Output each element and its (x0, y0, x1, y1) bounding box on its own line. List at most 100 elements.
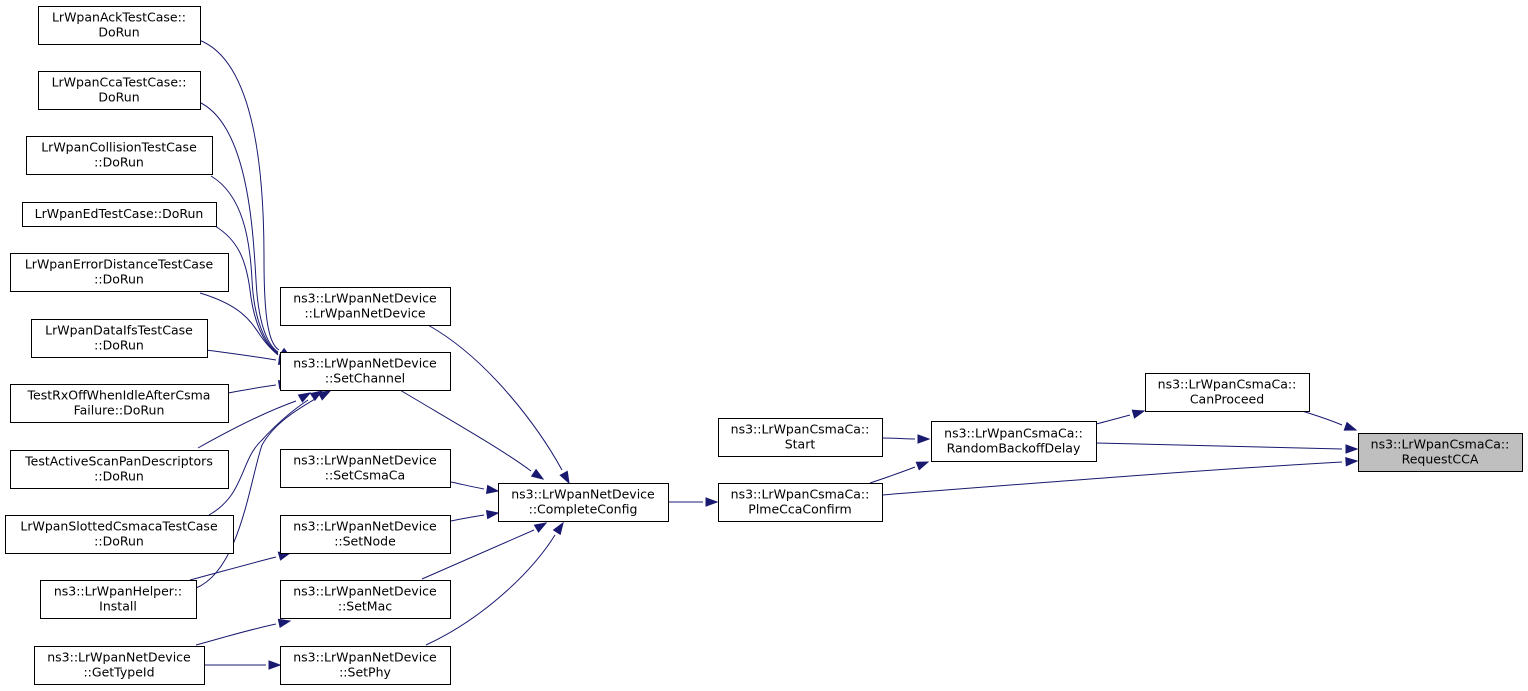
edge-line (399, 389, 532, 472)
node-dataifs[interactable]: LrWpanDataIfsTestCase::DoRun (31, 319, 208, 358)
node-setcsmaca[interactable]: ns3::LrWpanNetDevice::SetCsmaCa (280, 449, 451, 488)
edge-gettypeid-to-setphy (204, 660, 282, 670)
node-label-line: ns3::LrWpanNetDevice (511, 487, 655, 502)
arrowhead (552, 521, 564, 536)
node-label-line: ::DoRun (94, 469, 144, 484)
edge-line (427, 324, 563, 471)
node-setphy[interactable]: ns3::LrWpanNetDevice::SetPhy (280, 646, 451, 685)
node-box (10, 253, 229, 292)
edge-complete-to-plme (668, 497, 719, 507)
node-box (22, 202, 217, 227)
node-box (280, 515, 451, 554)
node-label-line: ns3::LrWpanNetDevice (293, 584, 437, 599)
node-label-line: ns3::LrWpanCsmaCa:: (944, 426, 1083, 441)
node-label-line: ns3::LrWpanNetDevice (47, 650, 191, 665)
arrowhead (533, 522, 548, 533)
arrowhead (1345, 457, 1359, 467)
node-plme[interactable]: ns3::LrWpanCsmaCa::PlmeCcaConfirm (718, 483, 883, 522)
node-box (1145, 373, 1310, 412)
node-box (31, 319, 208, 358)
node-install[interactable]: ns3::LrWpanHelper::Install (40, 580, 197, 619)
node-label-line: ::SetPhy (339, 665, 391, 680)
arrowhead (317, 390, 332, 401)
node-activescan[interactable]: TestActiveScanPanDescriptors::DoRun (10, 450, 229, 489)
edge-line (1301, 410, 1343, 426)
node-label-line: ns3::LrWpanNetDevice (293, 453, 437, 468)
edge-ack-to-setchannel (198, 39, 293, 359)
node-slotted[interactable]: LrWpanSlottedCsmacaTestCase::DoRun (5, 515, 234, 554)
arrowhead (485, 509, 500, 520)
node-box (5, 515, 234, 554)
arrowhead (915, 461, 930, 471)
node-errdist[interactable]: LrWpanErrorDistanceTestCase::DoRun (10, 253, 229, 292)
node-ctor[interactable]: ns3::LrWpanNetDevice::LrWpanNetDevice (280, 287, 451, 326)
edge-line (198, 101, 279, 353)
node-backoff[interactable]: ns3::LrWpanCsmaCa::RandomBackoffDelay (931, 421, 1097, 462)
arrowhead (917, 434, 931, 444)
edge-line (205, 349, 277, 361)
edge-setphy-to-complete (425, 521, 564, 646)
node-label-line: LrWpanCollisionTestCase (41, 140, 197, 155)
node-collision[interactable]: LrWpanCollisionTestCase::DoRun (26, 136, 213, 175)
node-label-line: ::DoRun (94, 272, 144, 287)
node-cca[interactable]: LrWpanCcaTestCase::DoRun (38, 71, 201, 110)
node-box (718, 418, 883, 457)
arrowhead (1343, 421, 1358, 431)
node-canproceed[interactable]: ns3::LrWpanCsmaCa::CanProceed (1145, 373, 1310, 412)
edge-gettypeid-to-setmac (195, 618, 292, 646)
node-setchannel[interactable]: ns3::LrWpanNetDevice::SetChannel (280, 352, 451, 391)
node-box (1358, 433, 1523, 472)
node-gettypeid[interactable]: ns3::LrWpanNetDevice::GetTypeId (34, 646, 205, 685)
node-box (280, 580, 451, 619)
node-label-line: ns3::LrWpanNetDevice (293, 356, 437, 371)
edge-setnode-to-complete (450, 509, 500, 522)
edge-line (1095, 414, 1131, 425)
edge-line (227, 384, 277, 394)
edge-line (199, 292, 279, 356)
edge-line (1095, 442, 1343, 450)
edge-line (208, 399, 309, 516)
edge-start-to-backoff (881, 434, 931, 444)
edge-line (450, 514, 485, 522)
edge-line (450, 481, 485, 490)
node-label-line: LrWpanSlottedCsmacaTestCase (20, 519, 218, 534)
node-box (498, 483, 669, 522)
node-label-line: ns3::LrWpanHelper:: (54, 584, 182, 599)
node-label-line: ns3::LrWpanNetDevice (293, 291, 437, 306)
node-label-line: Start (785, 437, 816, 452)
node-box (26, 136, 213, 175)
node-label-line: ::SetChannel (325, 371, 405, 386)
node-setmac[interactable]: ns3::LrWpanNetDevice::SetMac (280, 580, 451, 619)
node-label-line: DoRun (98, 90, 139, 105)
edge-line (210, 175, 279, 354)
node-label-line: PlmeCcaConfirm (748, 502, 851, 517)
node-ack[interactable]: LrWpanAckTestCase::DoRun (38, 6, 201, 45)
node-start[interactable]: ns3::LrWpanCsmaCa::Start (718, 418, 883, 457)
node-requestcca[interactable]: ns3::LrWpanCsmaCa::RequestCCA (1358, 433, 1523, 472)
node-label-line: TestRxOffWhenIdleAfterCsma (27, 388, 211, 403)
arrowhead (1345, 444, 1359, 454)
node-setnode[interactable]: ns3::LrWpanNetDevice::SetNode (280, 515, 451, 554)
edge-line (425, 534, 556, 646)
node-box (280, 352, 451, 391)
node-label-line: LrWpanAckTestCase:: (52, 10, 186, 25)
node-box (718, 483, 883, 522)
node-label-line: ::DoRun (94, 338, 144, 353)
edge-line (189, 556, 277, 581)
node-label-line: TestActiveScanPanDescriptors (24, 454, 213, 469)
arrowhead (530, 468, 545, 480)
edge-line (869, 466, 916, 484)
edge-install-to-setchannel (195, 390, 332, 589)
edge-ctor-to-complete (427, 324, 570, 485)
node-ed[interactable]: LrWpanEdTestCase::DoRun (22, 202, 217, 227)
edge-plme-to-backoff (869, 461, 930, 484)
node-label-line: ::DoRun (94, 534, 144, 549)
node-box (40, 580, 197, 619)
node-complete[interactable]: ns3::LrWpanNetDevice::CompleteConfig (498, 483, 669, 522)
arrowhead (485, 484, 500, 495)
node-label-line: LrWpanDataIfsTestCase (45, 323, 193, 338)
node-label-line: ns3::LrWpanNetDevice (293, 519, 437, 534)
node-label-line: ::LrWpanNetDevice (304, 306, 425, 321)
node-label-line: LrWpanErrorDistanceTestCase (25, 257, 214, 272)
